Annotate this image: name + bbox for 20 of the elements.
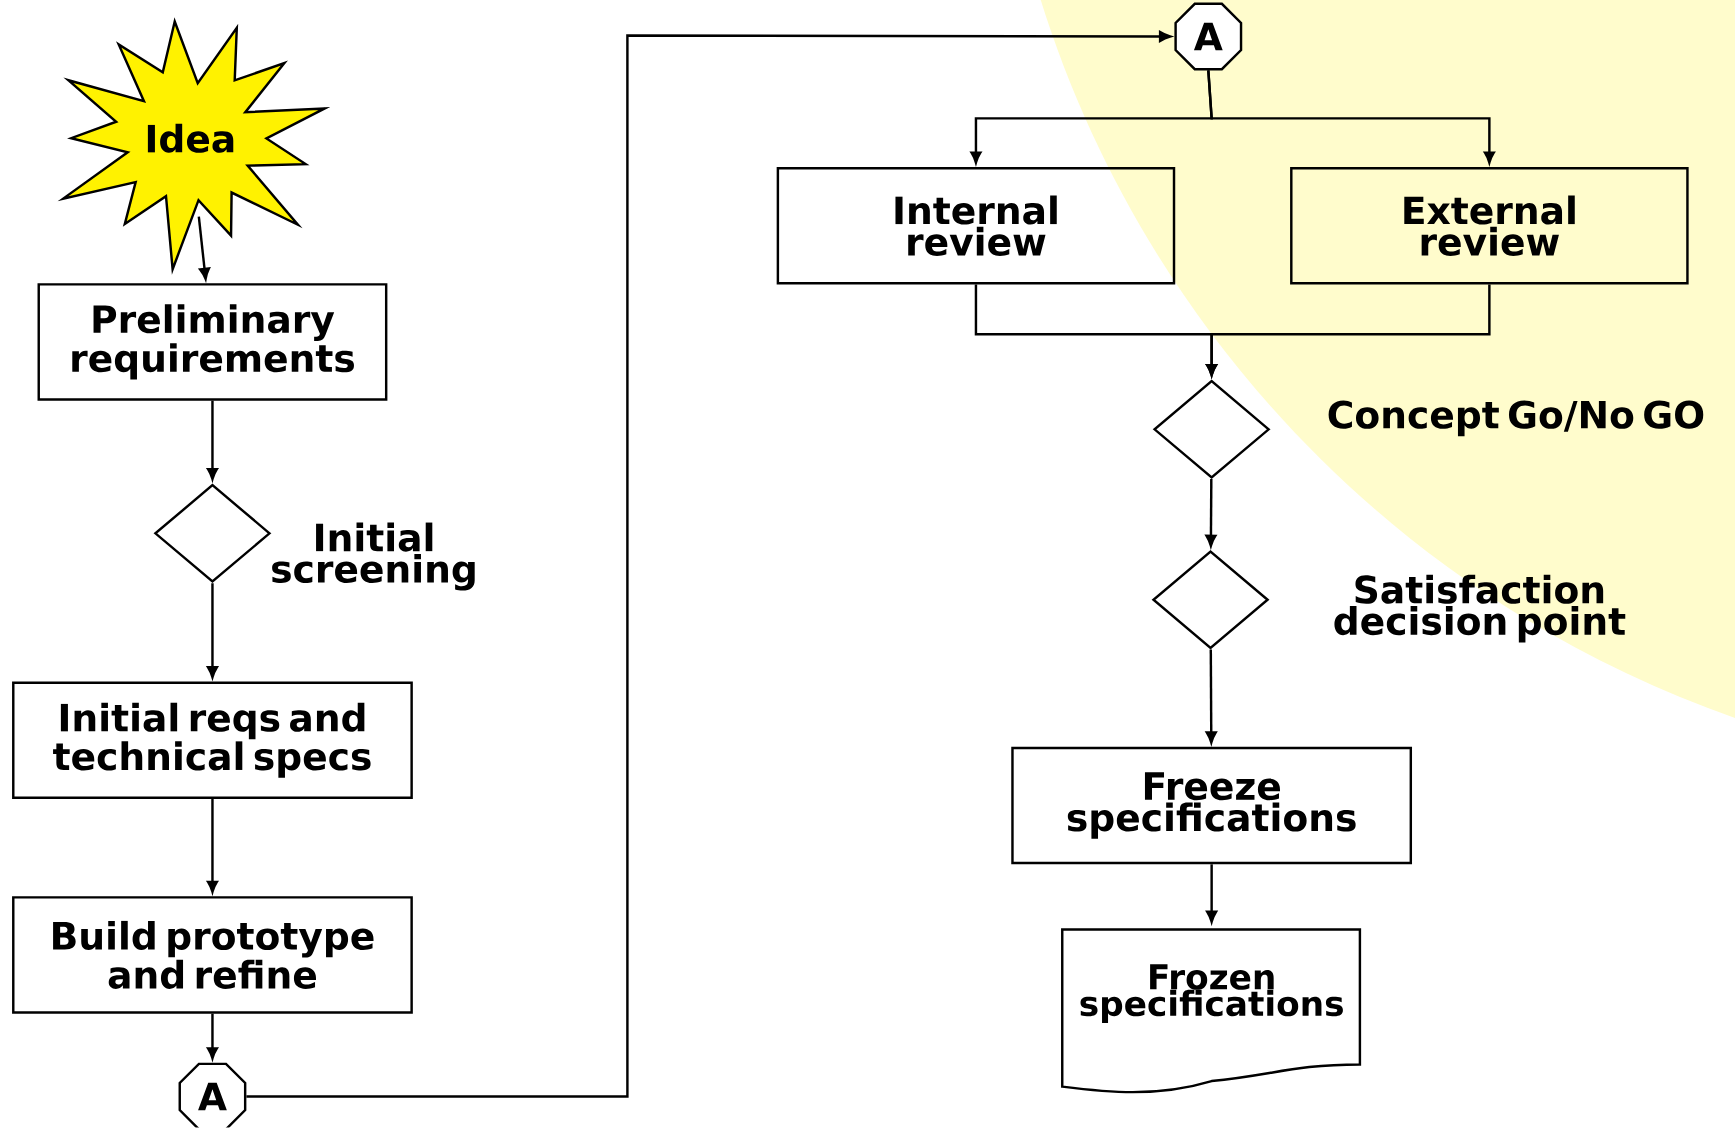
arrow bbox=[1205, 479, 1217, 548]
arrow bbox=[206, 400, 219, 481]
decision-label: Concept Go/No GO bbox=[1328, 400, 1704, 437]
arrow bbox=[1206, 284, 1491, 377]
arrow bbox=[246, 31, 1172, 1098]
process-box: Freeze specifications bbox=[1011, 747, 1413, 865]
arrow bbox=[197, 216, 211, 281]
process-box: Initial reqs and technical specs bbox=[12, 681, 413, 800]
connector-octagon: A bbox=[178, 1062, 247, 1128]
arrow bbox=[1205, 649, 1217, 744]
arrow bbox=[1206, 864, 1218, 924]
arrow bbox=[206, 799, 219, 894]
process-box: Build prototype and refine bbox=[12, 896, 413, 1014]
decision-label: Initial screening bbox=[272, 522, 475, 591]
arrow bbox=[206, 583, 219, 679]
process-box: Internal review bbox=[776, 167, 1176, 285]
process-box: External review bbox=[1290, 167, 1689, 285]
decision-label: Satisfaction decision point bbox=[1334, 574, 1626, 643]
connector-octagon: A bbox=[1174, 2, 1243, 71]
process-box: Preliminary requirements bbox=[37, 283, 388, 401]
